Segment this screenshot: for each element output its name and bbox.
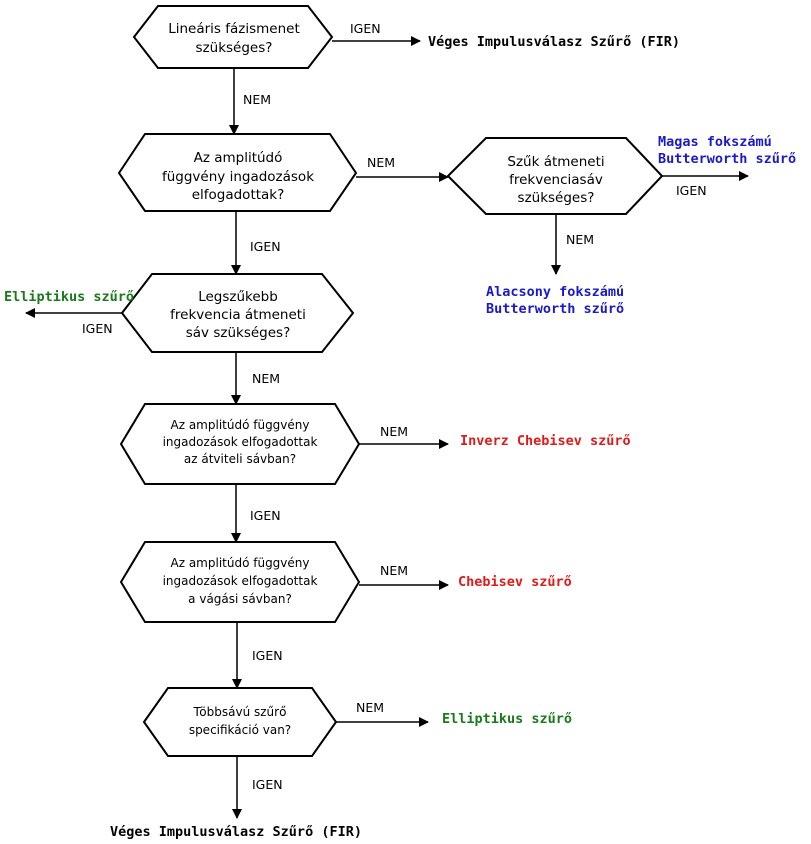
q7-yes-label: IGEN [252, 777, 283, 792]
q1-line-2: szükséges? [196, 40, 273, 56]
q2-line-2: függvény ingadozások [162, 169, 314, 185]
q3-line-1: Szűk átmeneti [507, 154, 604, 170]
q2-line-1: Az amplitúdó [194, 150, 283, 166]
q2-box [117, 133, 358, 212]
q4-yes-label: IGEN [82, 321, 113, 336]
q5-yes-label: IGEN [250, 508, 281, 523]
result-inverse-chebyshev: Inverz Chebisev szűrő [460, 433, 631, 449]
result-chebyshev: Chebisev szűrő [458, 574, 572, 590]
q5-line-3: az átviteli sávban? [184, 452, 296, 466]
result-fir-top: Véges Impulusválasz Szűrő (FIR) [428, 34, 680, 50]
q4-line-1: Legszűkebb [198, 289, 278, 305]
result-fir-bottom: Véges Impulusválasz Szűrő (FIR) [110, 824, 362, 840]
q5-line-1: Az amplitúdó függvény [171, 418, 310, 432]
q1-no-label: NEM [243, 92, 271, 107]
result-butterworth-low-line-1: Alacsony fokszámú [486, 284, 624, 300]
q7-no-label: NEM [356, 700, 384, 715]
q4-line-3: sáv szükséges? [186, 325, 291, 341]
q4-box [120, 273, 355, 353]
result-elliptic-right: Elliptikus szűrő [442, 711, 572, 727]
q3-no-label: NEM [566, 232, 594, 247]
q6-line-1: Az amplitúdó függvény [171, 556, 310, 570]
q2-no-label: NEM [367, 155, 395, 170]
q3-line-3: szükséges? [518, 190, 595, 206]
result-butterworth-high-line-1: Magas fokszámú [658, 134, 772, 150]
q1-yes-label: IGEN [350, 21, 381, 36]
q3-yes-label: IGEN [676, 183, 707, 198]
q2-line-3: elfogadottak? [192, 187, 285, 203]
q6-box [119, 541, 361, 623]
q3-line-2: frekvenciasáv [509, 172, 603, 188]
q6-line-2: ingadozások elfogadottak [163, 574, 318, 588]
q6-line-3: a vágási sávban? [188, 592, 292, 606]
q6-no-label: NEM [380, 563, 408, 578]
result-butterworth-high-line-2: Butterworth szűrő [658, 151, 796, 167]
q7-box [142, 687, 338, 757]
q2-yes-label: IGEN [250, 239, 281, 254]
q1-box [132, 5, 334, 69]
q6-yes-label: IGEN [252, 648, 283, 663]
q5-no-label: NEM [380, 424, 408, 439]
q4-line-2: frekvencia átmeneti [170, 307, 306, 323]
q7-line-1: Többsávú szűrő [193, 705, 287, 719]
q1-line-1: Lineáris fázismenet [168, 21, 300, 37]
q4-no-label: NEM [252, 371, 280, 386]
result-butterworth-low-line-2: Butterworth szűrő [486, 301, 624, 317]
q5-line-2: ingadozások elfogadottak [163, 435, 318, 449]
q7-line-2: specifikáció van? [189, 723, 291, 737]
result-elliptic-left: Elliptikus szűrő [4, 289, 134, 305]
